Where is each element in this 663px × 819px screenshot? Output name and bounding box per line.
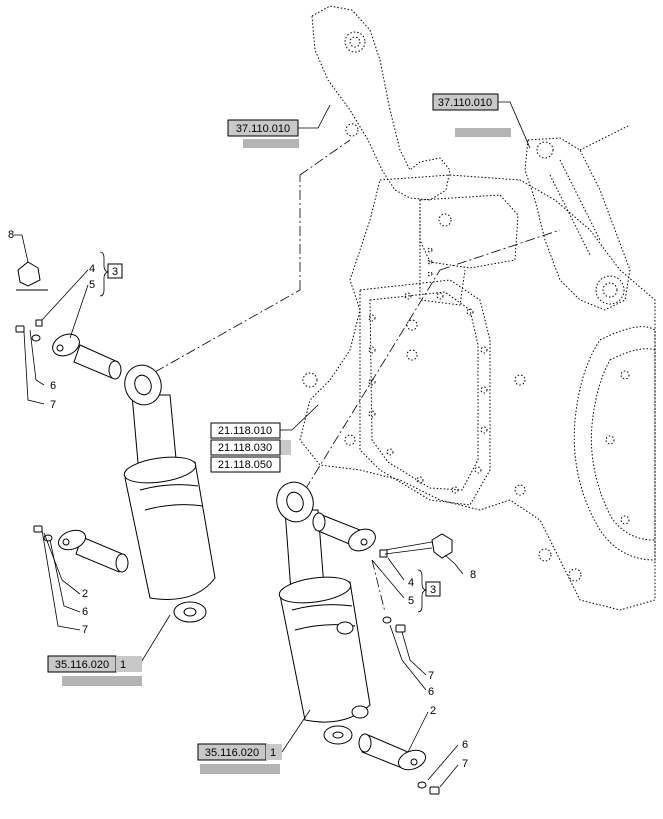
callout-1: 1 xyxy=(270,747,276,759)
callout-6: 6 xyxy=(428,686,434,698)
ref-37-110-010-left[interactable]: 37.110.010 xyxy=(227,119,299,148)
leader-lines xyxy=(14,101,531,788)
callout-6: 6 xyxy=(82,606,88,618)
callout-7: 7 xyxy=(50,399,56,411)
ref-label: 21.118.030 xyxy=(218,442,272,454)
ref-label: 21.118.050 xyxy=(218,459,272,471)
gray-bar xyxy=(62,676,142,686)
callout-6: 6 xyxy=(462,739,468,751)
callout-box xyxy=(425,581,441,597)
callout-3: 3 xyxy=(430,584,436,596)
right-lift-cylinder xyxy=(276,481,371,745)
alignment-lines xyxy=(154,139,561,613)
left-upper-pin xyxy=(52,333,122,380)
rear-axle-housing xyxy=(299,5,656,611)
gray-bar xyxy=(266,744,282,760)
ref-label: 37.110.010 xyxy=(236,123,290,135)
callouts-right: 8 4 5 3 7 6 2 6 7 xyxy=(408,569,476,770)
callout-7: 7 xyxy=(428,670,434,682)
callout-6: 6 xyxy=(50,380,56,392)
ref-label: 21.118.010 xyxy=(218,425,272,437)
callouts-left: 8 4 5 3 6 7 2 6 7 xyxy=(8,229,123,636)
callout-2: 2 xyxy=(430,705,436,717)
right-fasteners xyxy=(379,533,453,795)
callout-7: 7 xyxy=(462,758,468,770)
ref-35-116-020-left[interactable]: 35.116.020 1 xyxy=(47,655,142,686)
ref-21-118-030[interactable]: 21.118.030 xyxy=(210,439,291,456)
gray-bar xyxy=(116,656,142,672)
ref-label: 35.116.020 xyxy=(55,659,109,671)
ref-label: 35.116.020 xyxy=(205,747,259,759)
right-upper-pin xyxy=(312,512,376,552)
left-lower-pin xyxy=(57,529,129,573)
gray-bar xyxy=(455,128,511,137)
gray-bar xyxy=(200,764,280,774)
callout-3: 3 xyxy=(112,266,118,278)
callout-1: 1 xyxy=(120,659,126,671)
callout-4: 4 xyxy=(89,263,95,275)
callout-8: 8 xyxy=(470,569,476,581)
ref-label: 37.110.010 xyxy=(438,97,492,109)
callout-5: 5 xyxy=(408,595,414,607)
right-lower-pin xyxy=(358,733,427,771)
ref-21-118-050[interactable]: 21.118.050 xyxy=(210,456,281,473)
left-fasteners xyxy=(15,261,53,542)
callout-2: 2 xyxy=(82,588,88,600)
ref-21-118-010[interactable]: 21.118.010 xyxy=(210,422,281,439)
callout-4: 4 xyxy=(408,577,414,589)
gray-bar xyxy=(243,139,299,148)
callout-8: 8 xyxy=(8,229,14,241)
ref-35-116-020-right[interactable]: 35.116.020 1 xyxy=(197,743,282,774)
callout-5: 5 xyxy=(89,279,95,291)
ref-37-110-010-right[interactable]: 37.110.010 xyxy=(432,93,511,137)
left-lift-cylinder xyxy=(123,364,216,623)
callout-7: 7 xyxy=(82,624,88,636)
callout-box xyxy=(107,263,123,279)
